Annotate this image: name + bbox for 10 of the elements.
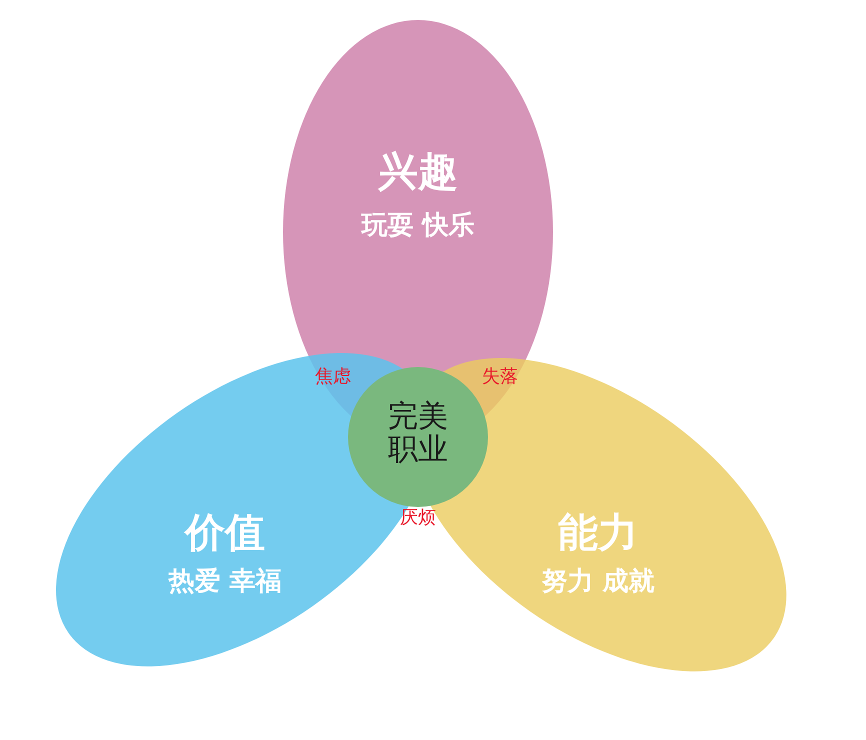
- overlap-label: 失落: [482, 365, 518, 388]
- overlap-label: 厌烦: [400, 506, 436, 529]
- center-label: 完美职业: [388, 400, 448, 466]
- circle-title: 价值: [184, 510, 265, 555]
- overlap-label: 焦虑: [315, 365, 351, 388]
- circle-title: 能力: [558, 510, 638, 555]
- circle-subtitle: 玩耍 快乐: [361, 212, 475, 240]
- circle-subtitle: 努力 成就: [541, 568, 655, 596]
- circle-subtitle: 热爱 幸福: [168, 568, 282, 596]
- circle-title: 兴趣: [378, 150, 458, 194]
